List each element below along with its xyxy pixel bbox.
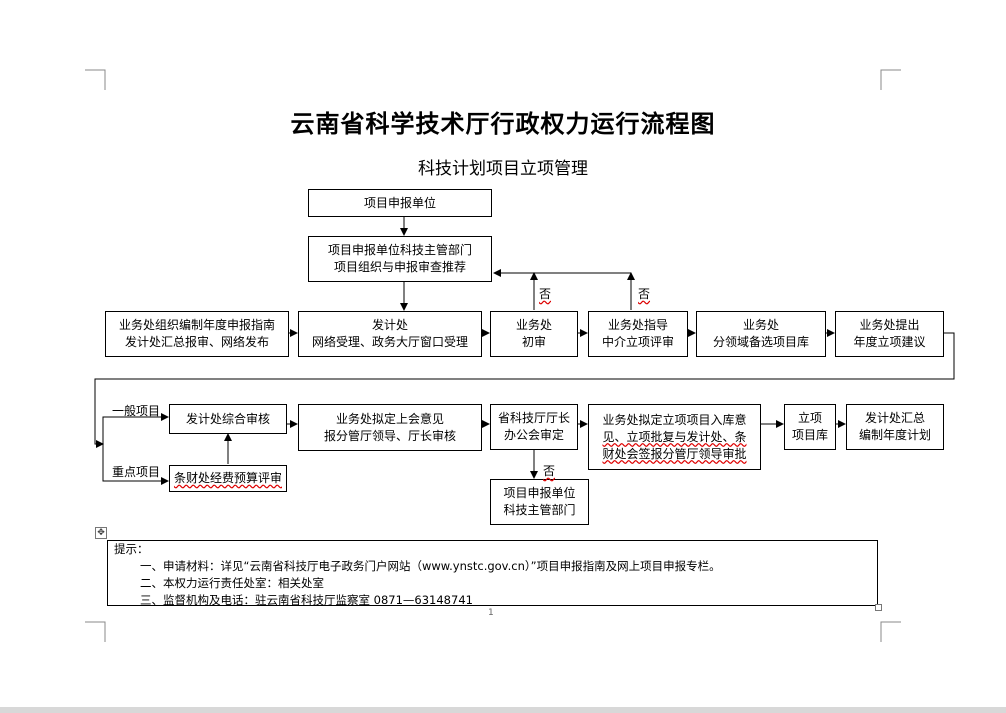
node-agency-review: 业务处指导 中介立项评审 <box>588 311 688 357</box>
node-applicant: 项目申报单位 <box>308 189 492 217</box>
node-propose: 业务处提出 年度立项建议 <box>835 311 944 357</box>
edge-label-no-initial: 否 <box>539 287 552 301</box>
node-guide-publish: 业务处组织编制年度申报指南 发计处汇总报审、网络发布 <box>105 311 289 357</box>
node-approval: 业务处拟定立项项目入库意 见、立项批复与发计处、条 财处会签报分管厅领导审批 <box>588 404 761 470</box>
notes-box: 提示： 一、申请材料：详见“云南省科技厅电子政务门户网站（www.ynstc.g… <box>107 540 878 607</box>
node-overall-review: 发计处综合审核 <box>169 404 287 434</box>
table-resize-handle[interactable] <box>875 604 882 611</box>
node-budget-review: 条财处经费预算评审 <box>169 465 287 492</box>
node-project-store: 立项 项目库 <box>784 404 836 450</box>
notes-line-2: 二、本权力运行责任处室：相关处室 <box>140 576 324 590</box>
node-rejected-unit: 项目申报单位 科技主管部门 <box>490 479 589 525</box>
node-dept-review: 项目申报单位科技主管部门 项目组织与申报审查推荐 <box>308 236 492 282</box>
edge-label-key-project: 重点项目 <box>112 465 161 479</box>
edge-label-no-office: 否 <box>543 464 556 478</box>
node-fajichu-accept: 发计处 网络受理、政务大厅窗口受理 <box>298 311 482 357</box>
window-bottom-edge <box>0 707 1006 713</box>
move-handle-icon[interactable]: ✥ <box>95 527 107 539</box>
page-subtitle: 科技计划项目立项管理 <box>418 159 588 179</box>
node-initial-review: 业务处 初审 <box>490 311 578 357</box>
page-number: 1 <box>488 608 494 618</box>
notes-heading: 提示： <box>114 542 149 556</box>
node-office-meeting: 省科技厅厅长 办公会审定 <box>490 404 578 450</box>
edge-label-general-project: 一般项目 <box>112 404 161 418</box>
node-leader-review: 业务处拟定上会意见 报分管厅领导、厅长审核 <box>298 404 482 451</box>
notes-line-3: 三、监督机构及电话：驻云南省科技厅监察室 0871—63148741 <box>140 593 473 607</box>
page-title: 云南省科学技术厅行政权力运行流程图 <box>290 110 716 138</box>
node-annual-plan: 发计处汇总 编制年度计划 <box>846 404 944 450</box>
node-domain-store: 业务处 分领域备选项目库 <box>696 311 826 357</box>
edge-label-no-agency: 否 <box>638 287 651 301</box>
notes-line-1: 一、申请材料：详见“云南省科技厅电子政务门户网站（www.ynstc.gov.c… <box>140 559 721 573</box>
